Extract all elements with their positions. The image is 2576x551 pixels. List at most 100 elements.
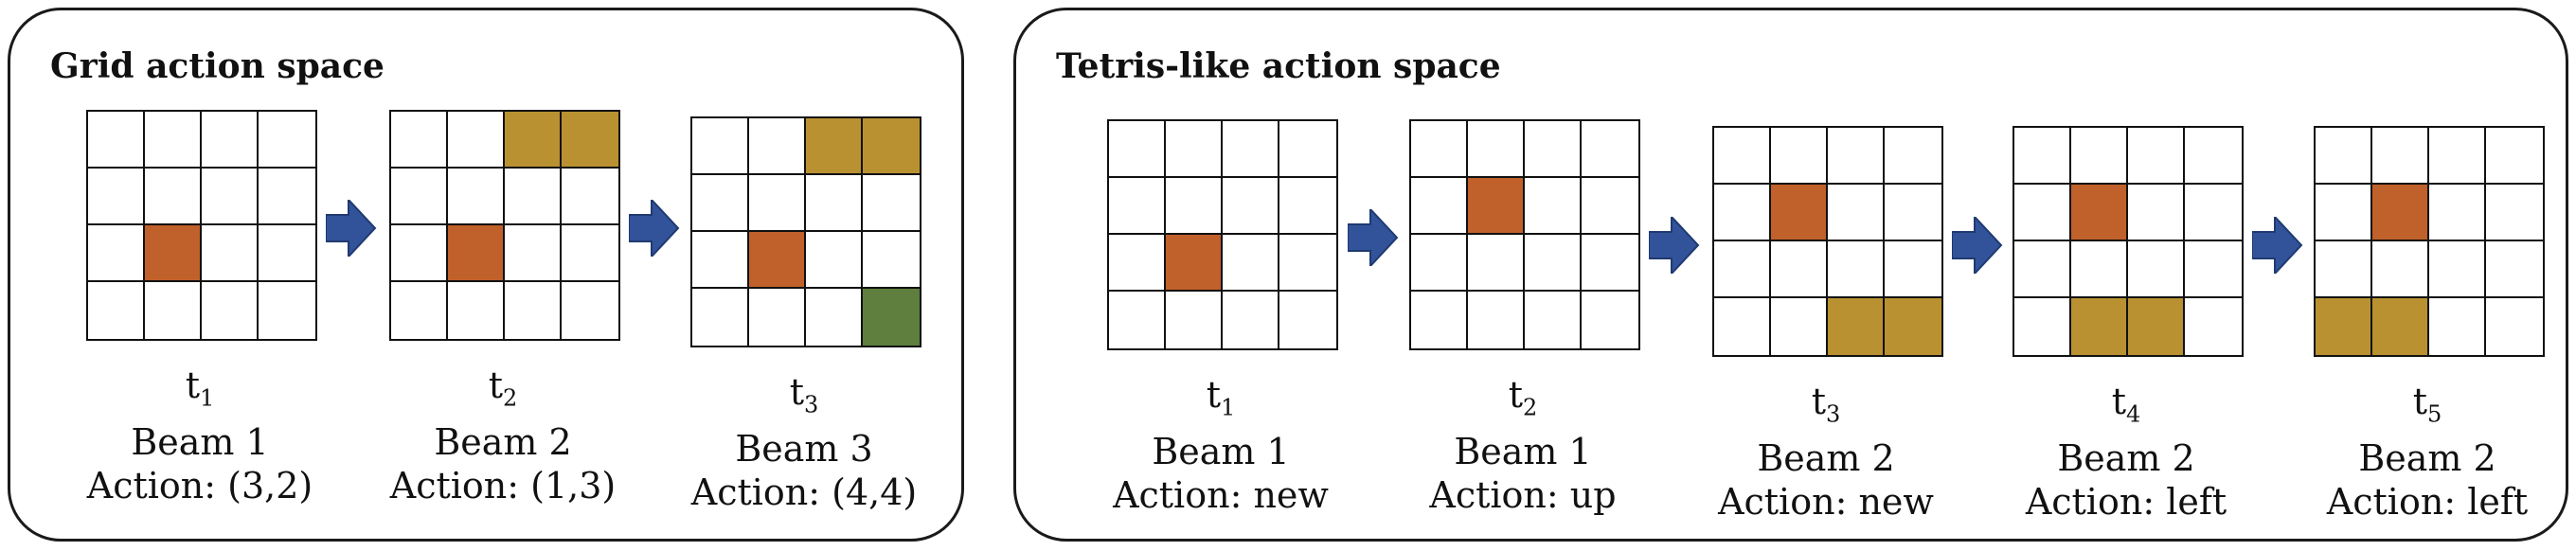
beam-label: Beam 2 — [2057, 436, 2195, 479]
empty-cell — [1714, 298, 1771, 355]
empty-cell — [863, 232, 920, 289]
empty-cell — [1279, 292, 1336, 348]
empty-cell — [749, 118, 806, 175]
grid-4x4 — [86, 110, 317, 341]
orange-cell — [145, 225, 202, 282]
grid-4x4 — [2314, 126, 2545, 357]
action-label: Action: (4,4) — [690, 471, 918, 513]
empty-cell — [2071, 241, 2128, 298]
beam-label: Beam 2 — [2358, 436, 2496, 479]
beam-label: Beam 3 — [735, 427, 873, 470]
empty-cell — [2071, 128, 2128, 185]
empty-cell — [145, 169, 202, 225]
empty-cell — [2429, 298, 2486, 355]
time-subscript: 1 — [200, 384, 215, 412]
empty-cell — [1109, 292, 1166, 348]
beam-label: Beam 1 — [1454, 430, 1592, 472]
arrow-right-icon — [326, 200, 377, 257]
orange-cell — [448, 225, 505, 282]
empty-cell — [88, 282, 145, 339]
empty-cell — [2128, 241, 2185, 298]
empty-cell — [1223, 235, 1279, 292]
empty-cell — [1714, 241, 1771, 298]
action-label: Action: (1,3) — [389, 464, 617, 507]
empty-cell — [202, 282, 259, 339]
empty-cell — [1771, 128, 1828, 185]
empty-cell — [1714, 185, 1771, 241]
time-subscript: 3 — [804, 391, 819, 418]
time-symbol: t — [1508, 374, 1523, 416]
time-label: t3 — [653, 370, 956, 427]
time-subscript: 2 — [503, 384, 518, 412]
gold-cell — [505, 112, 562, 169]
empty-cell — [2185, 298, 2242, 355]
green-cell — [863, 289, 920, 346]
empty-cell — [2185, 241, 2242, 298]
empty-cell — [2014, 298, 2071, 355]
empty-cell — [2429, 128, 2486, 185]
time-subscript: 5 — [2427, 400, 2442, 428]
time-symbol: t — [789, 371, 804, 413]
time-symbol: t — [488, 364, 503, 406]
empty-cell — [1223, 178, 1279, 235]
empty-cell — [2014, 128, 2071, 185]
empty-cell — [1771, 241, 1828, 298]
empty-cell — [259, 169, 315, 225]
empty-cell — [2372, 241, 2429, 298]
grid-4x4 — [1107, 119, 1338, 350]
time-label: t2 — [1371, 373, 1674, 430]
orange-cell — [1771, 185, 1828, 241]
empty-cell — [2429, 241, 2486, 298]
empty-cell — [2014, 185, 2071, 241]
empty-cell — [562, 282, 618, 339]
empty-cell — [1468, 121, 1525, 178]
orange-cell — [2372, 185, 2429, 241]
empty-cell — [2185, 185, 2242, 241]
time-symbol: t — [1206, 374, 1221, 416]
empty-cell — [259, 112, 315, 169]
empty-cell — [2316, 241, 2372, 298]
empty-cell — [2429, 185, 2486, 241]
empty-cell — [1109, 121, 1166, 178]
grid-4x4 — [2012, 126, 2244, 357]
empty-cell — [1279, 121, 1336, 178]
empty-cell — [2128, 128, 2185, 185]
empty-cell — [1525, 292, 1582, 348]
empty-cell — [692, 118, 749, 175]
time-label: t4 — [1975, 380, 2278, 436]
empty-cell — [259, 282, 315, 339]
empty-cell — [448, 112, 505, 169]
empty-cell — [749, 289, 806, 346]
empty-cell — [505, 225, 562, 282]
empty-cell — [448, 282, 505, 339]
time-symbol: t — [185, 364, 200, 406]
time-symbol: t — [2111, 381, 2126, 422]
beam-label: Beam 1 — [1152, 430, 1290, 472]
action-label: Action: up — [1429, 473, 1617, 516]
empty-cell — [202, 225, 259, 282]
empty-cell — [145, 112, 202, 169]
time-label: t2 — [351, 364, 654, 420]
empty-cell — [1885, 128, 1941, 185]
empty-cell — [88, 169, 145, 225]
empty-cell — [1411, 121, 1468, 178]
time-label: t5 — [2276, 380, 2576, 436]
gold-cell — [2128, 298, 2185, 355]
empty-cell — [2486, 128, 2543, 185]
empty-cell — [806, 289, 863, 346]
empty-cell — [806, 232, 863, 289]
arrow-right-icon — [1952, 217, 2003, 274]
action-label: Action: (3,2) — [86, 464, 313, 507]
action-label: Action: new — [1113, 473, 1329, 516]
time-subscript: 4 — [2126, 400, 2141, 428]
gold-cell — [806, 118, 863, 175]
orange-cell — [1468, 178, 1525, 235]
